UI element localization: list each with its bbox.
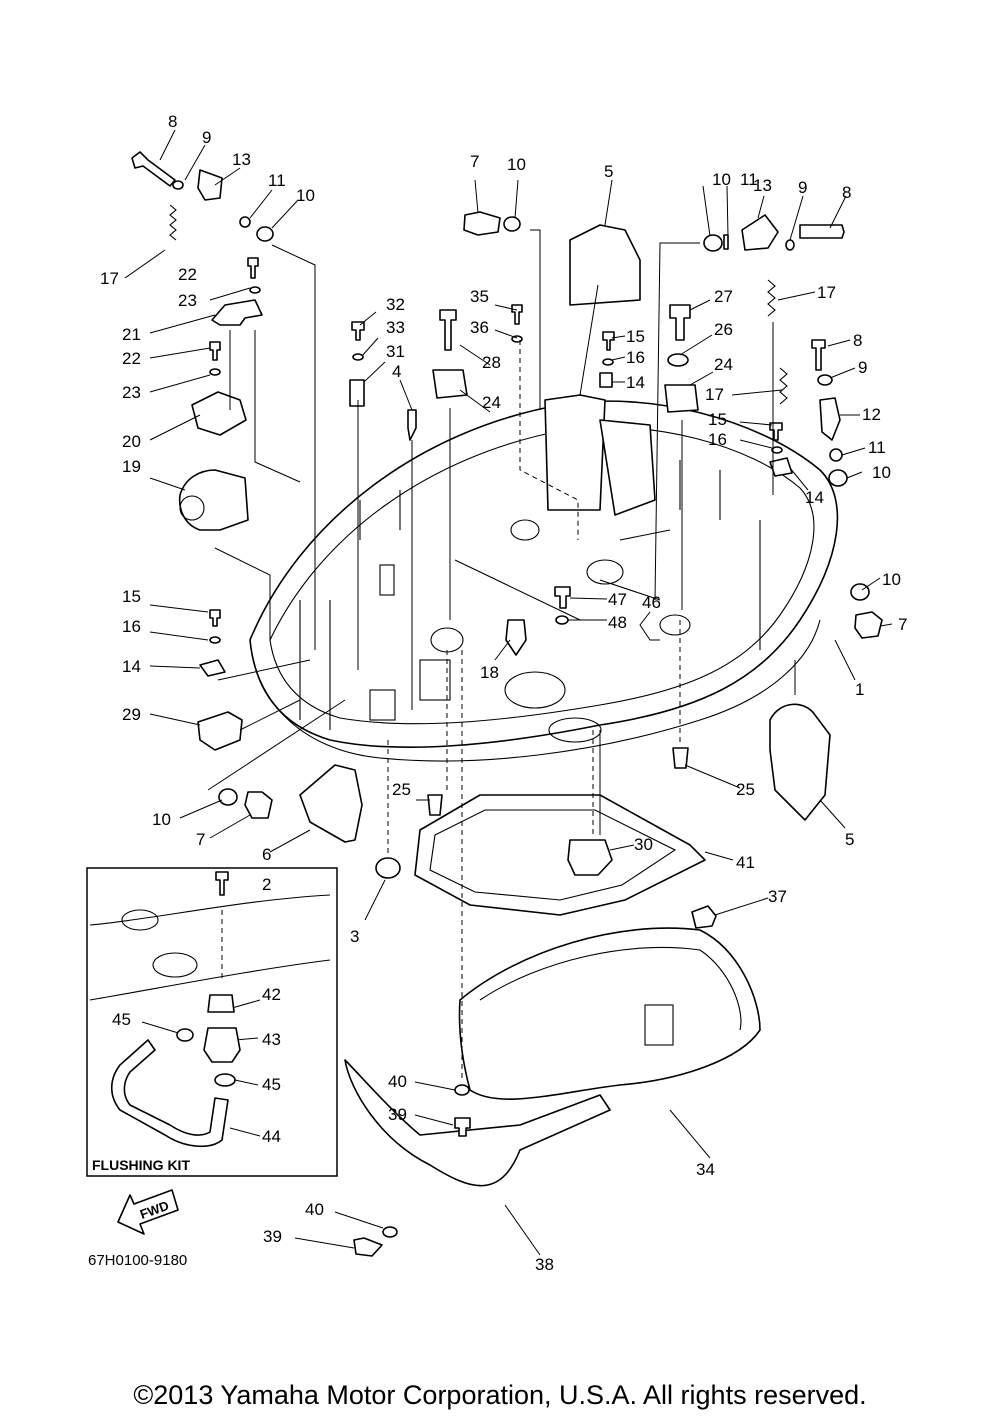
- part-label: 40: [305, 1200, 324, 1219]
- part-label: 10: [152, 810, 171, 829]
- part-label: 16: [708, 430, 727, 449]
- part-label: 32: [386, 295, 405, 314]
- part-label: 16: [122, 617, 141, 636]
- part-label: 1: [855, 680, 864, 699]
- part-label: 10: [712, 170, 731, 189]
- part-label: 33: [386, 318, 405, 337]
- part-label: 25: [736, 780, 755, 799]
- part-label: 34: [696, 1160, 715, 1179]
- side-cover: [344, 1059, 611, 1187]
- part-label: 11: [740, 170, 758, 189]
- part-label: 2: [262, 875, 271, 894]
- leader-lines: [124, 129, 893, 1256]
- flushing-kit-inset: FLUSHING KIT: [86, 867, 338, 1177]
- part-label: 29: [122, 705, 141, 724]
- part-label: 39: [388, 1105, 407, 1124]
- part-label: 19: [122, 457, 141, 476]
- drawing-code: 67H0100-9180: [88, 1252, 187, 1269]
- part-label: 18: [480, 663, 499, 682]
- part-label: 26: [714, 320, 733, 339]
- part-label: 23: [178, 291, 197, 310]
- part-label: 13: [232, 150, 251, 169]
- part-label: 45: [112, 1010, 131, 1029]
- part-label: 14: [626, 373, 645, 392]
- part-label: 15: [626, 327, 645, 346]
- part-label: 21: [122, 325, 141, 344]
- part-label: 9: [798, 178, 807, 197]
- part-label: 38: [535, 1255, 554, 1274]
- fwd-arrow: FWD: [117, 1189, 179, 1235]
- part-label: 10: [872, 463, 891, 482]
- part-label: 9: [202, 128, 211, 147]
- part-label: 10: [507, 155, 526, 174]
- part-label: 5: [604, 162, 613, 181]
- bottom-cowling-body: [249, 400, 839, 762]
- part-label: 17: [817, 283, 836, 302]
- part-label: 36: [470, 318, 489, 337]
- part-label: 48: [608, 613, 627, 632]
- part-label: 44: [262, 1127, 281, 1146]
- part-label: 46: [642, 593, 661, 612]
- part-label: 14: [805, 488, 824, 507]
- part-label: 22: [178, 265, 197, 284]
- part-label: 11: [868, 438, 886, 457]
- part-label: 17: [100, 269, 119, 288]
- part-label: 6: [262, 845, 271, 864]
- part-label: 14: [122, 657, 141, 676]
- part-label: 4: [392, 362, 401, 381]
- part-label: 27: [714, 287, 733, 306]
- small-parts: [131, 151, 883, 1257]
- part-label: 7: [470, 152, 479, 171]
- part-label: 24: [482, 393, 501, 412]
- lower-cover: [458, 927, 761, 1100]
- dashed-guides: [221, 340, 681, 1080]
- part-label: 11: [268, 171, 286, 190]
- part-label: 37: [768, 887, 787, 906]
- part-label: 20: [122, 432, 141, 451]
- part-number-labels: 8 9 13 11 10 17 22 23 21 22 23 20 19 15 …: [100, 112, 907, 1274]
- part-label: 42: [262, 985, 281, 1004]
- part-label: 35: [470, 287, 489, 306]
- part-label: 40: [388, 1072, 407, 1091]
- flushing-kit-title: FLUSHING KIT: [92, 1157, 190, 1173]
- part-label: 7: [898, 615, 907, 634]
- part-label: 8: [853, 331, 862, 350]
- part-label: 43: [262, 1030, 281, 1049]
- part-label: 7: [196, 830, 205, 849]
- part-label: 45: [262, 1075, 281, 1094]
- part-label: 10: [296, 186, 315, 205]
- part-label: 31: [386, 342, 405, 361]
- part-label: 15: [708, 410, 727, 429]
- part-label: 13: [753, 176, 772, 195]
- part-label: 24: [714, 355, 733, 374]
- part-label: 8: [168, 112, 177, 131]
- part-label: 5: [845, 830, 854, 849]
- part-label: 17: [705, 385, 724, 404]
- part-label: 30: [634, 835, 653, 854]
- part-label: 41: [736, 853, 755, 872]
- bracket-right: [769, 703, 831, 821]
- part-label: 28: [482, 353, 501, 372]
- part-label: 16: [626, 348, 645, 367]
- part-label: 12: [862, 405, 881, 424]
- part-label: 8: [842, 183, 851, 202]
- part-label: 25: [392, 780, 411, 799]
- assembly-lines: [207, 229, 796, 835]
- part-label: 47: [608, 590, 627, 609]
- bracket-upper: [544, 224, 656, 516]
- part-label: 23: [122, 383, 141, 402]
- seal-gasket: [414, 794, 706, 916]
- copyright-notice: ©2013 Yamaha Motor Corporation, U.S.A. A…: [133, 1380, 867, 1410]
- part-label: 10: [882, 570, 901, 589]
- part-label: 22: [122, 349, 141, 368]
- part-label: 15: [122, 587, 141, 606]
- part-label: 39: [263, 1227, 282, 1246]
- part-label: 9: [858, 358, 867, 377]
- part-label: 3: [350, 927, 359, 946]
